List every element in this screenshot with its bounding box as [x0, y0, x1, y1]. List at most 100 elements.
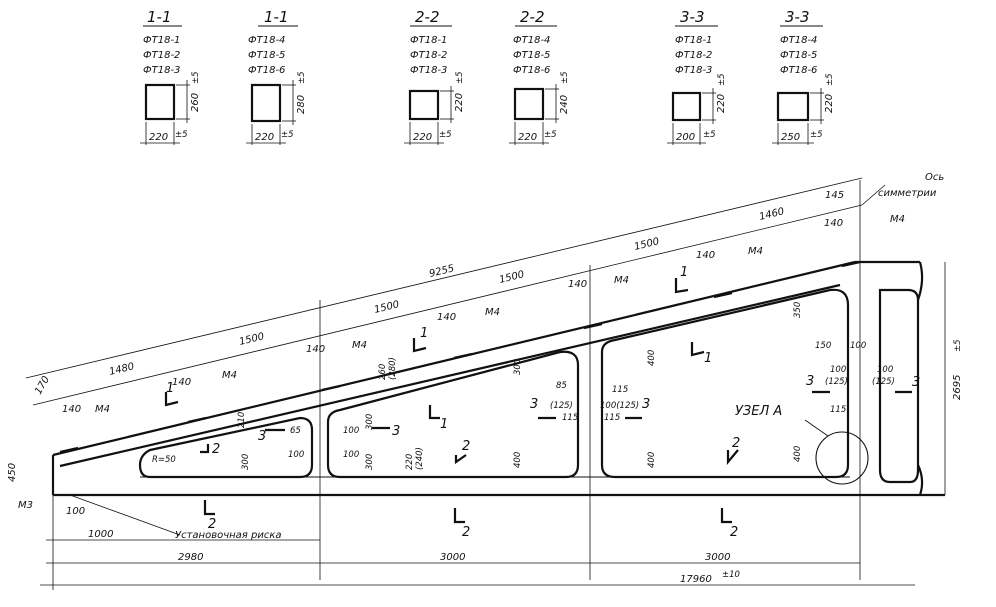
height-dim: 280: [296, 95, 307, 114]
dim-220: 220: [405, 454, 415, 470]
m4-label: М4: [352, 340, 367, 351]
m4-label: М4: [890, 214, 905, 225]
section-mark: 3: [392, 424, 400, 439]
dim-17960: 17960: [680, 574, 712, 585]
section-mark: 3: [912, 375, 920, 390]
dim-65: 65: [290, 426, 301, 436]
m4-label: М4: [748, 246, 763, 257]
mark-label: ФТ18-3: [675, 65, 712, 76]
dim-400: 400: [647, 452, 657, 468]
dim-85: 85: [556, 381, 567, 391]
install-mark-label: Установочная риска: [175, 530, 282, 541]
tolerance: ±5: [717, 73, 727, 86]
section-mark: 2: [208, 517, 216, 532]
dim-115: 115: [612, 385, 628, 395]
dim-100: 100: [343, 426, 359, 436]
m4-label: М4: [95, 404, 110, 415]
mark-label: ФТ18-5: [513, 50, 550, 61]
dim-2695: 2695: [952, 375, 963, 400]
dim-100: 100: [850, 341, 866, 351]
dim-240p: (240): [415, 447, 425, 470]
dim-125p: (125): [825, 377, 848, 387]
dim-100: 100: [877, 365, 893, 375]
section-mark: 1: [704, 351, 712, 366]
section-mark: 2: [732, 436, 740, 451]
section-mark: 3: [530, 397, 538, 412]
dim-400: 400: [513, 452, 523, 468]
tolerance: ±5: [281, 130, 294, 140]
dim-3000: 3000: [440, 552, 465, 563]
dim-115: 115: [830, 405, 846, 415]
section-title: 1-1: [264, 8, 289, 26]
section-mark: 2: [212, 442, 220, 457]
mark-label: ФТ18-4: [780, 35, 817, 46]
dim-400: 400: [647, 350, 657, 366]
dim-140: 140: [824, 218, 843, 229]
dim-1000: 1000: [88, 529, 113, 540]
dim-140: 140: [306, 344, 325, 355]
m4-label: М4: [222, 370, 237, 381]
dim-140: 140: [62, 404, 81, 415]
dim-100-125: 100(125): [600, 401, 639, 411]
width-dim: 200: [676, 132, 695, 143]
dim-140: 140: [696, 250, 715, 261]
section-mark: 3: [258, 429, 266, 444]
dim-140: 140: [172, 377, 191, 388]
mark-label: ФТ18-5: [780, 50, 817, 61]
dim-140: 140: [568, 279, 587, 290]
width-dim: 250: [781, 132, 800, 143]
tolerance: ±5: [544, 130, 557, 140]
dim-260: 260: [378, 364, 388, 380]
dim-125p: (125): [872, 377, 895, 387]
section-detail-3: 2-2 ФТ18-1 ФТ18-2 ФТ18-3 220 ±5 220 ±5: [404, 8, 465, 145]
section-mark: 2: [462, 439, 470, 454]
mark-label: ФТ18-6: [248, 65, 285, 76]
section-detail-6: 3-3 ФТ18-4 ФТ18-5 ФТ18-6 250 ±5 220 ±5: [772, 8, 835, 145]
section-title: 3-3: [680, 8, 705, 26]
tolerance: ±5: [810, 130, 823, 140]
dim-3000: 3000: [705, 552, 730, 563]
dim-125p: (125): [550, 401, 573, 411]
dim-280p: (280): [388, 357, 398, 380]
section-mark: 3: [806, 374, 814, 389]
width-dim: 220: [413, 132, 432, 143]
dim-100: 100: [830, 365, 846, 375]
dim-145: 145: [825, 190, 844, 201]
section-mark: 1: [680, 265, 688, 280]
mark-label: ФТ18-6: [513, 65, 550, 76]
bottom-dimensions: 1000 2980 3000 3000 17960 ±10 М3 100 450…: [7, 262, 963, 590]
dim-400: 400: [793, 446, 803, 462]
dim-1500: 1500: [373, 299, 400, 316]
symmetry-label: симметрии: [878, 188, 937, 199]
dim-300: 300: [513, 359, 523, 375]
width-dim: 220: [149, 132, 168, 143]
tolerance: ±5: [703, 130, 716, 140]
dim-1500: 1500: [238, 331, 265, 348]
tolerance: ±5: [825, 73, 835, 86]
mark-label: ФТ18-1: [410, 35, 447, 46]
section-title: 1-1: [147, 8, 172, 26]
m4-label: М4: [485, 307, 500, 318]
width-dim: 220: [518, 132, 537, 143]
mark-label: ФТ18-1: [675, 35, 712, 46]
section-title: 2-2: [520, 8, 545, 26]
tolerance-10: ±10: [722, 570, 740, 580]
height-dim: 220: [454, 93, 465, 112]
dim-300: 300: [365, 454, 375, 470]
node-a-circle: [815, 431, 869, 485]
height-dim: 240: [559, 95, 570, 114]
tolerance: ±5: [560, 71, 570, 84]
dim-140: 140: [437, 312, 456, 323]
section-title: 3-3: [785, 8, 810, 26]
dim-2980: 2980: [178, 552, 203, 563]
dim-1500: 1500: [498, 269, 525, 286]
dim-350: 350: [793, 302, 803, 318]
section-mark: 3: [642, 397, 650, 412]
mark-label: ФТ18-6: [780, 65, 817, 76]
height-dim: 220: [716, 94, 727, 113]
mark-label: ФТ18-5: [248, 50, 285, 61]
mark-label: ФТ18-2: [410, 50, 447, 61]
section-detail-4: 2-2 ФТ18-4 ФТ18-5 ФТ18-6 220 ±5 240 ±5: [509, 8, 570, 145]
dim-1460: 1460: [758, 206, 785, 223]
truss-openings: [138, 288, 850, 479]
